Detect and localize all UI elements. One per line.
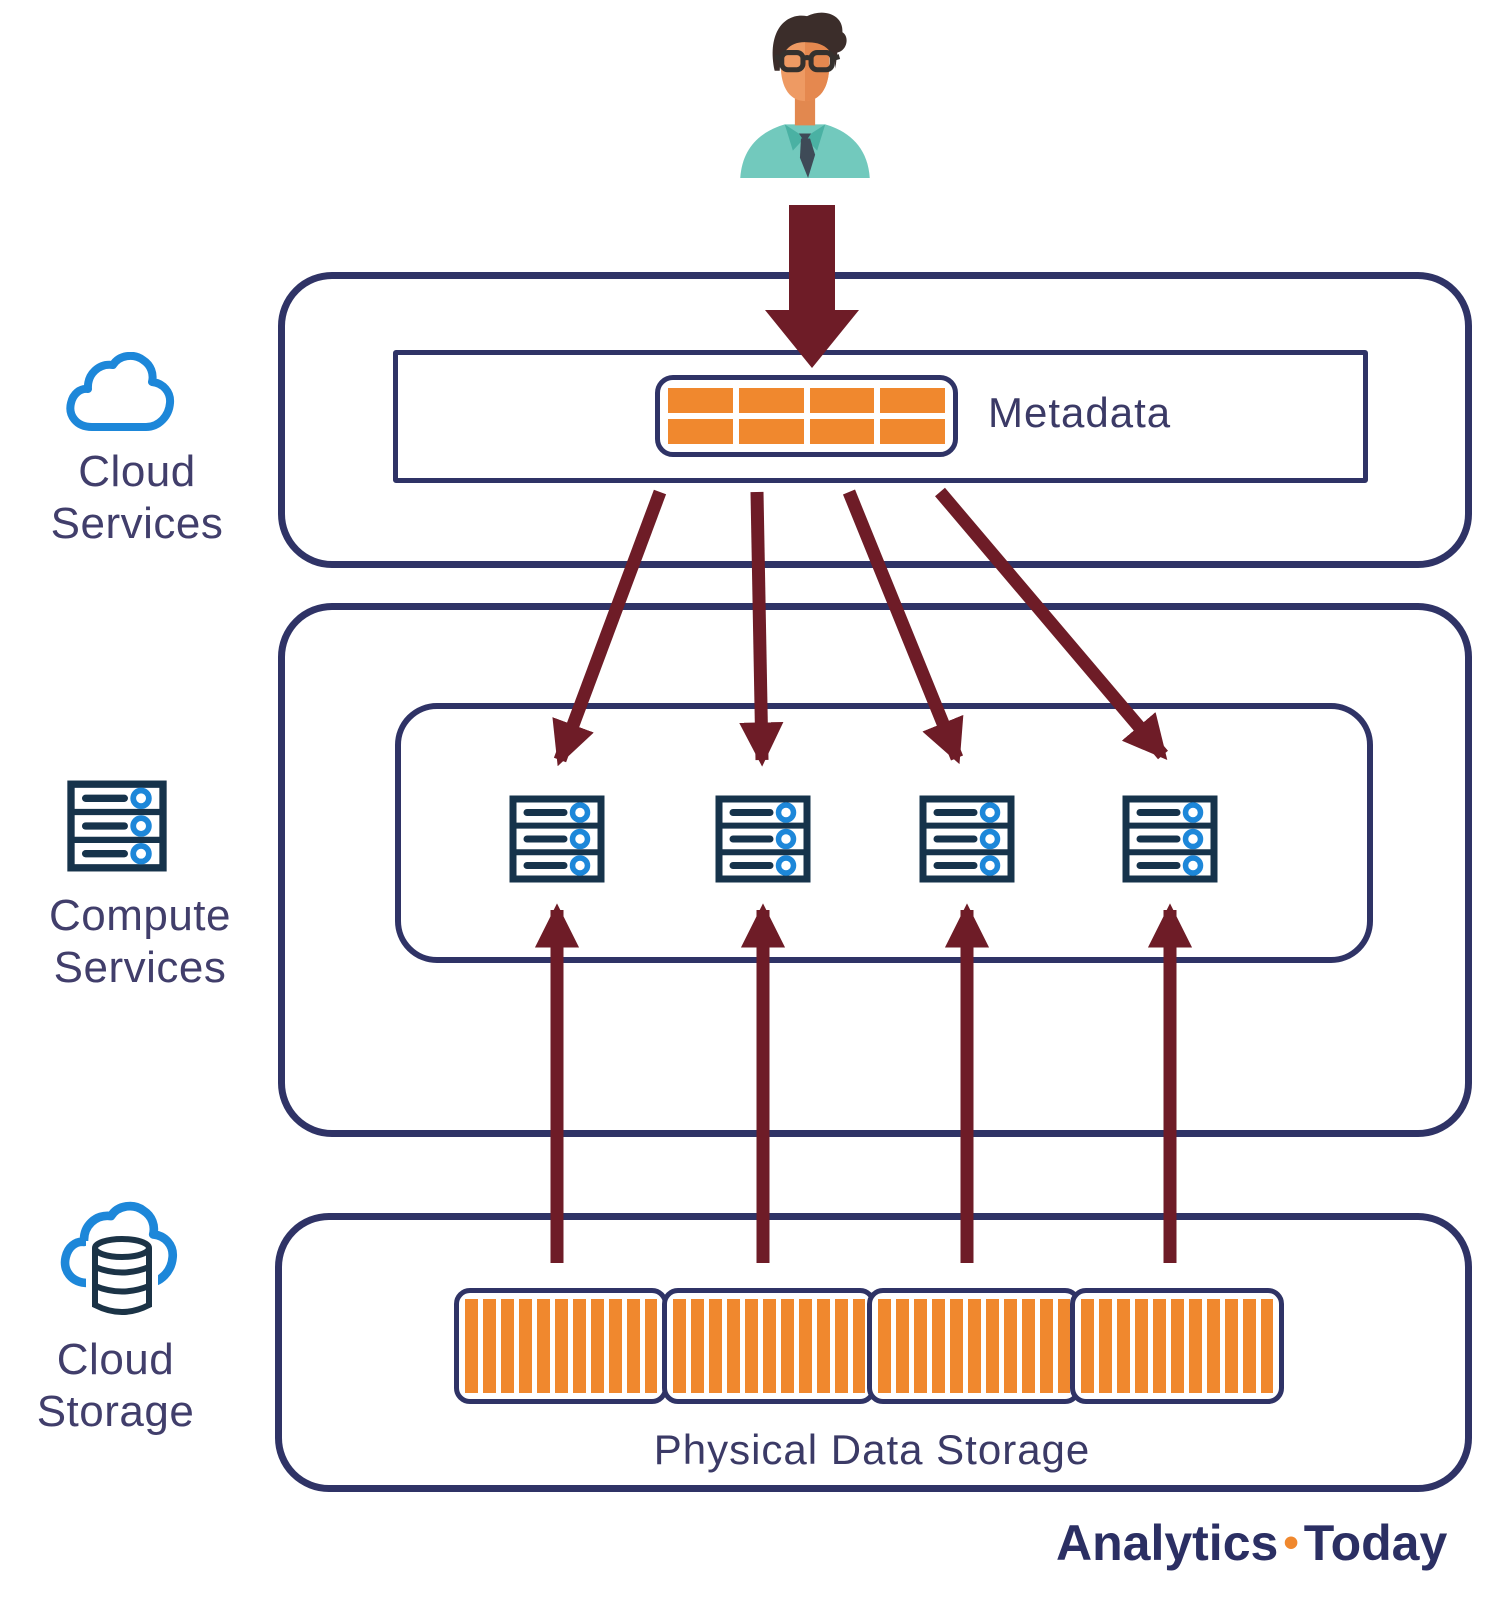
cloud-storage-layer: Physical Data Storage: [275, 1213, 1472, 1492]
metadata-table-icon: [655, 375, 958, 457]
glasses-icon: [773, 50, 841, 73]
server-icon: [1122, 795, 1218, 883]
database-cylinder-icon: [86, 1232, 158, 1319]
cloud-icon: [66, 352, 175, 431]
cloud-services-label: Cloud Services: [50, 447, 224, 548]
user-avatar-icon: [740, 12, 870, 178]
server-icon: [919, 795, 1015, 883]
compute-services-layer: [278, 603, 1472, 1137]
metadata-panel: Metadata: [393, 350, 1368, 483]
storage-block-icon: [1070, 1288, 1284, 1404]
server-rack-icon: [67, 780, 167, 872]
analytics-today-logo: Analytics•Today: [1056, 1514, 1447, 1572]
storage-block-icon: [662, 1288, 876, 1404]
physical-data-storage-label: Physical Data Storage: [653, 1426, 1091, 1473]
metadata-label: Metadata: [988, 389, 1172, 436]
cloud-storage-label: Cloud Storage: [36, 1335, 195, 1436]
virtual-warehouse-panel: [395, 703, 1373, 963]
compute-services-label: Compute Services: [48, 891, 232, 992]
cloud-database-icon: [60, 1201, 177, 1319]
logo-part2: Today: [1303, 1515, 1448, 1571]
server-icon: [715, 795, 811, 883]
cloud-services-layer: Metadata: [278, 272, 1472, 568]
logo-dot: •: [1283, 1518, 1299, 1567]
storage-block-icon: [454, 1288, 668, 1404]
server-icon: [509, 795, 605, 883]
storage-block-icon: [867, 1288, 1081, 1404]
logo-part1: Analytics: [1056, 1515, 1279, 1571]
